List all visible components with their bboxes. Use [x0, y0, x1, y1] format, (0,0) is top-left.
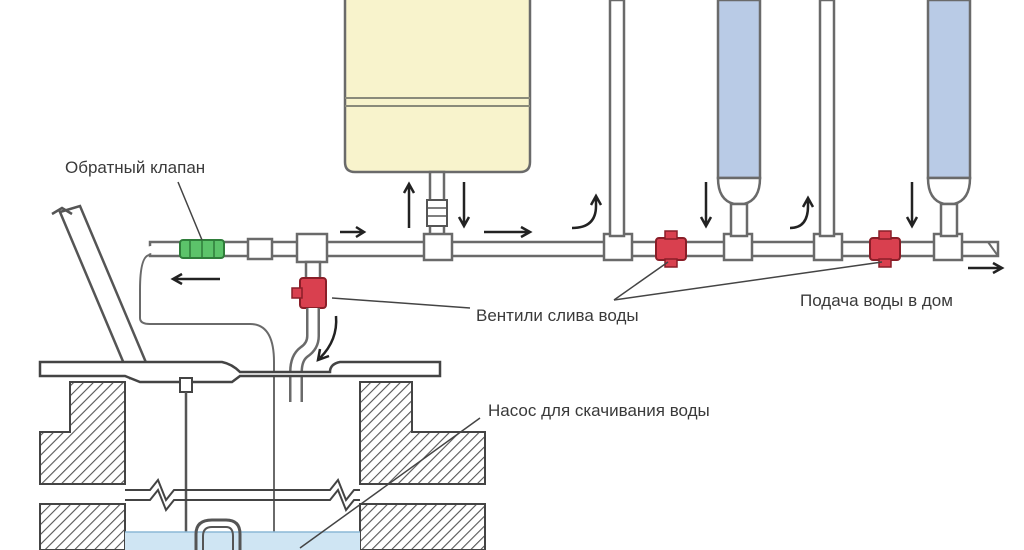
arrow-left-icon — [170, 272, 220, 286]
flow-arrows — [170, 181, 1005, 362]
tee-fitting — [932, 232, 964, 262]
hand-pump-lever — [51, 204, 152, 380]
arrow-down-icon — [905, 182, 919, 229]
drain-valve — [299, 277, 327, 309]
delivery-pipe — [139, 254, 275, 548]
drain-valve — [655, 230, 687, 268]
filter-column-1 — [716, 0, 762, 238]
well-water — [125, 532, 360, 550]
well-wall-left — [39, 381, 126, 550]
suction-pipe — [126, 247, 264, 548]
main-pipe — [124, 232, 1000, 548]
label-pump: Насос для скачивания воды — [488, 401, 710, 420]
arrow-right-icon — [484, 225, 533, 239]
arrow-up-icon — [402, 181, 416, 228]
break-lines — [125, 478, 360, 512]
well-wall-right — [359, 381, 486, 550]
arrow-up-icon — [571, 193, 603, 230]
drain-valve — [869, 230, 901, 268]
arrow-right-icon — [340, 225, 367, 239]
arrow-down-icon — [699, 182, 713, 229]
arrow-up-icon — [789, 195, 815, 230]
tee-fitting — [602, 232, 634, 262]
drain-branch — [289, 260, 327, 402]
leader-lines — [177, 181, 883, 549]
tee-fitting — [422, 232, 454, 262]
well-cover — [38, 360, 442, 540]
storage-tank — [343, 0, 532, 238]
vertical-pipe — [818, 0, 836, 238]
label-house-supply: Подача воды в дом — [800, 291, 953, 310]
label-drain-valves: Вентили слива воды — [476, 306, 639, 325]
tee-fitting — [246, 237, 274, 261]
arrow-down-icon — [457, 182, 471, 229]
tee-fitting — [812, 232, 844, 262]
submersible-pump — [194, 518, 242, 550]
check-valve — [179, 239, 225, 259]
tank-outlet-fitting — [426, 199, 448, 227]
tank-body — [343, 0, 532, 174]
arrow-right-icon — [968, 261, 1005, 275]
filter-column-2 — [926, 0, 972, 238]
vertical-pipes — [608, 0, 836, 238]
arrow-down-icon — [316, 315, 338, 362]
tee-fitting — [722, 232, 754, 262]
label-check-valve: Обратный клапан — [65, 158, 205, 177]
vertical-pipe — [608, 0, 626, 238]
tee-fitting — [295, 232, 329, 264]
